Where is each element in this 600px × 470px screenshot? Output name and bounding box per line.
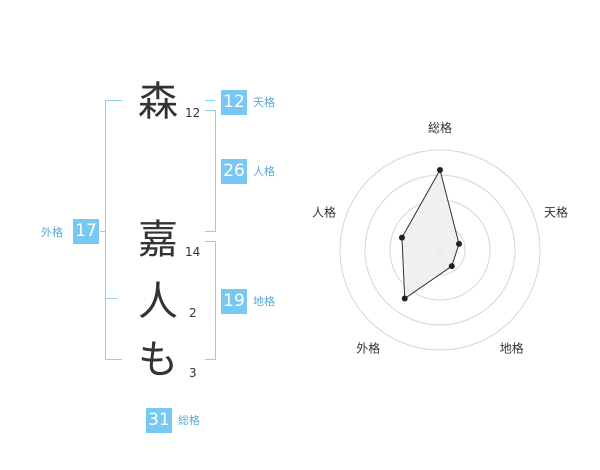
stroke-count-2: 14 [185,245,201,259]
radar-point-3 [448,263,455,270]
radar-axis-label-5: 人格 [312,204,336,219]
gai-value-badge: 17 [73,219,99,244]
stroke-count-1: 12 [185,106,201,120]
name-char-2: 嘉 [138,217,178,263]
jin-value-badge: 26 [221,159,247,184]
outer-bracket-connector [100,231,106,232]
ten-label: 天格 [253,96,275,109]
stroke-count-3: 2 [189,306,197,320]
radar-axis-label-1: 総格 [428,120,452,135]
name-char-4: も [138,337,178,383]
sou-value-badge: 31 [146,408,172,433]
radar-area [401,168,460,300]
name-char-3: 人 [138,279,178,325]
outer-bracket [105,100,122,360]
radar-axis-label-3: 地格 [500,341,524,356]
ten-bracket [205,100,215,101]
radar-point-2 [456,240,463,247]
radar-axis-label-4: 外格 [356,341,380,356]
chi-value-badge: 19 [221,289,247,314]
radar-point-5 [398,234,405,241]
ten-value-badge: 12 [221,90,247,115]
radar-point-4 [401,295,408,302]
name-char-1: 森 [138,79,178,125]
outer-bracket-mid-tick [105,298,117,299]
jin-bracket [205,110,216,232]
chi-label: 地格 [253,295,275,308]
sou-label: 総格 [178,414,200,427]
radar-point-1 [437,167,443,173]
radar-axis-label-2: 天格 [544,204,568,219]
chi-bracket [205,241,216,360]
radar-ring [339,149,541,351]
jin-label: 人格 [253,165,275,178]
stroke-count-4: 3 [189,366,197,380]
gai-label: 外格 [41,226,63,239]
